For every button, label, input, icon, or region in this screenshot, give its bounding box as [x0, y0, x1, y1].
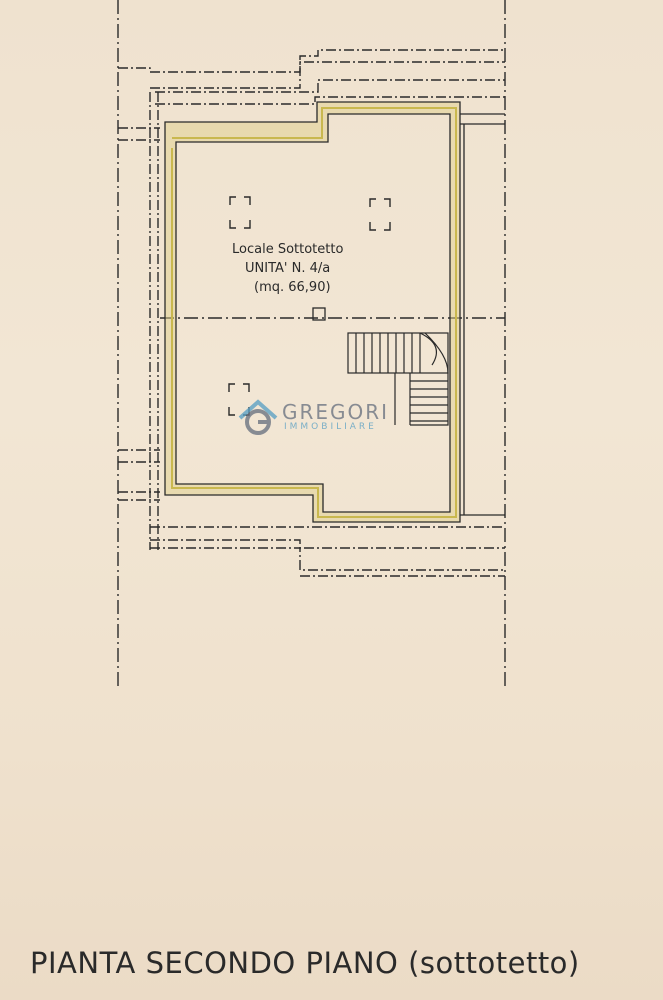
left-strip-1: [118, 127, 160, 141]
room-unit-label: UNITA' N. 4/a: [245, 261, 331, 276]
staircase: [347, 332, 449, 426]
wall-line-yellow: [171, 107, 457, 518]
skylight-icon: [229, 196, 251, 229]
chimney-square: [312, 307, 326, 321]
skylight-icon: [228, 383, 250, 416]
plan-caption: PIANTA SECONDO PIANO (sottotetto): [30, 946, 580, 980]
left-strip-3: [118, 449, 160, 463]
walls: [164, 101, 505, 523]
skylights: [228, 196, 391, 416]
roof-outline-top-3: [155, 96, 505, 105]
roof-outline-top-inner: [150, 61, 505, 89]
right-side-wall: [460, 113, 505, 516]
room-area-label: (mq. 66,90): [254, 280, 331, 295]
outer-wall: [164, 101, 461, 523]
left-strip-4: [118, 491, 160, 501]
watermark-name: GREGORI: [282, 400, 390, 424]
roof-outline-top-2: [155, 79, 505, 93]
skylight-icon: [369, 198, 391, 231]
room-name-label: Locale Sottotetto: [232, 242, 344, 257]
watermark-subtitle: IMMOBILIARE: [284, 422, 377, 432]
roof-outline-bottom-3: [150, 547, 505, 571]
house-key-icon: [238, 399, 278, 435]
roof-outline-top: [118, 49, 505, 73]
roof-outline-bottom-2: [150, 539, 505, 549]
